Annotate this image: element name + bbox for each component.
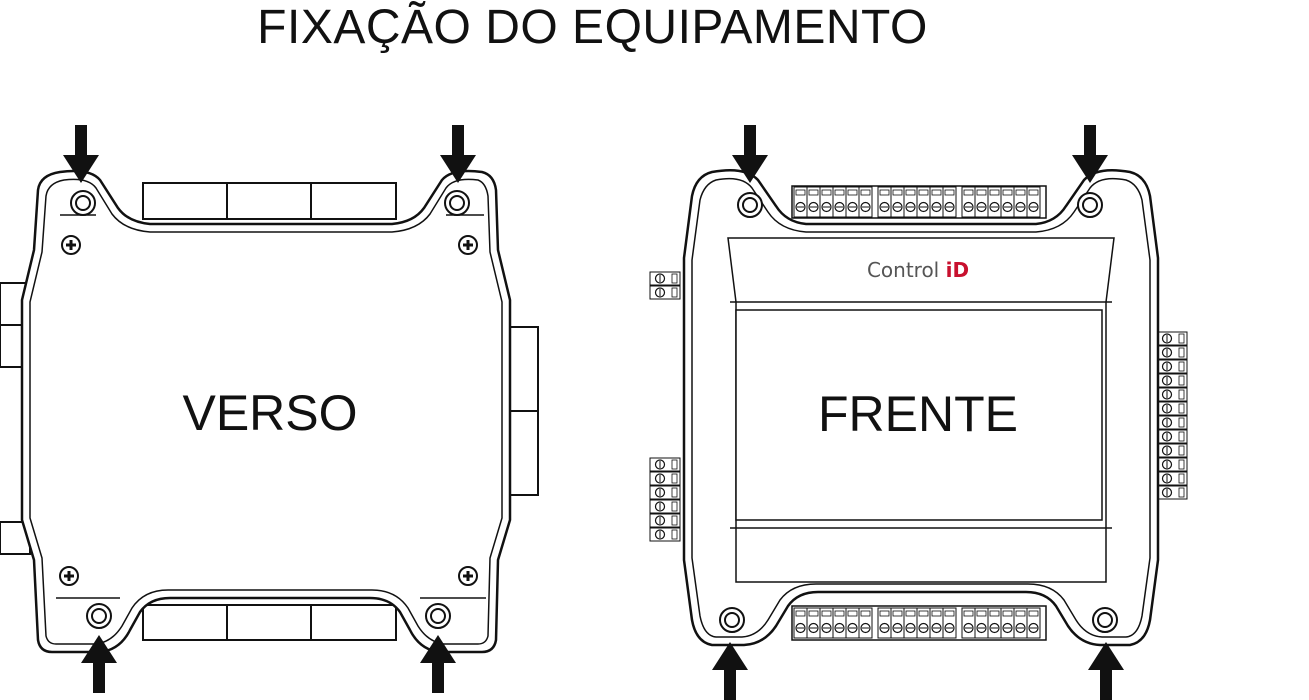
mounting-hole-icon xyxy=(1092,607,1118,633)
brand-suffix: iD xyxy=(946,258,969,282)
front-view-label: FRENTE xyxy=(818,386,1018,442)
up-arrow-icon xyxy=(1088,642,1124,700)
mounting-hole-icon xyxy=(425,603,451,629)
mounting-hole-icon xyxy=(70,190,96,216)
screw-icon xyxy=(458,235,478,255)
front-left-terminal-top xyxy=(649,271,681,300)
front-window xyxy=(735,309,1103,521)
front-bottom-terminal-row xyxy=(791,605,1047,641)
brand-logo: Control iD xyxy=(867,258,969,282)
front-view-device: Control iD FRENTE xyxy=(649,169,1188,647)
up-arrow-icon xyxy=(712,642,748,700)
page-title: FIXAÇÃO DO EQUIPAMENTO xyxy=(257,1,928,54)
mounting-hole-icon xyxy=(444,190,470,216)
screw-icon xyxy=(61,235,81,255)
front-top-terminal-row xyxy=(791,185,1047,219)
back-view-device: VERSO xyxy=(0,169,539,654)
screw-icon xyxy=(59,566,79,586)
mounting-hole-icon xyxy=(1077,192,1103,218)
screw-icon xyxy=(458,566,478,586)
mounting-hole-icon xyxy=(86,603,112,629)
front-left-terminal-bottom xyxy=(649,457,681,542)
back-top-connector-block xyxy=(142,182,397,220)
brand-prefix: Control xyxy=(867,258,939,282)
back-bottom-connector-block xyxy=(142,604,397,641)
back-view-label: VERSO xyxy=(182,385,357,441)
front-right-terminal xyxy=(1156,331,1188,500)
mounting-hole-icon xyxy=(719,607,745,633)
mounting-hole-icon xyxy=(737,192,763,218)
